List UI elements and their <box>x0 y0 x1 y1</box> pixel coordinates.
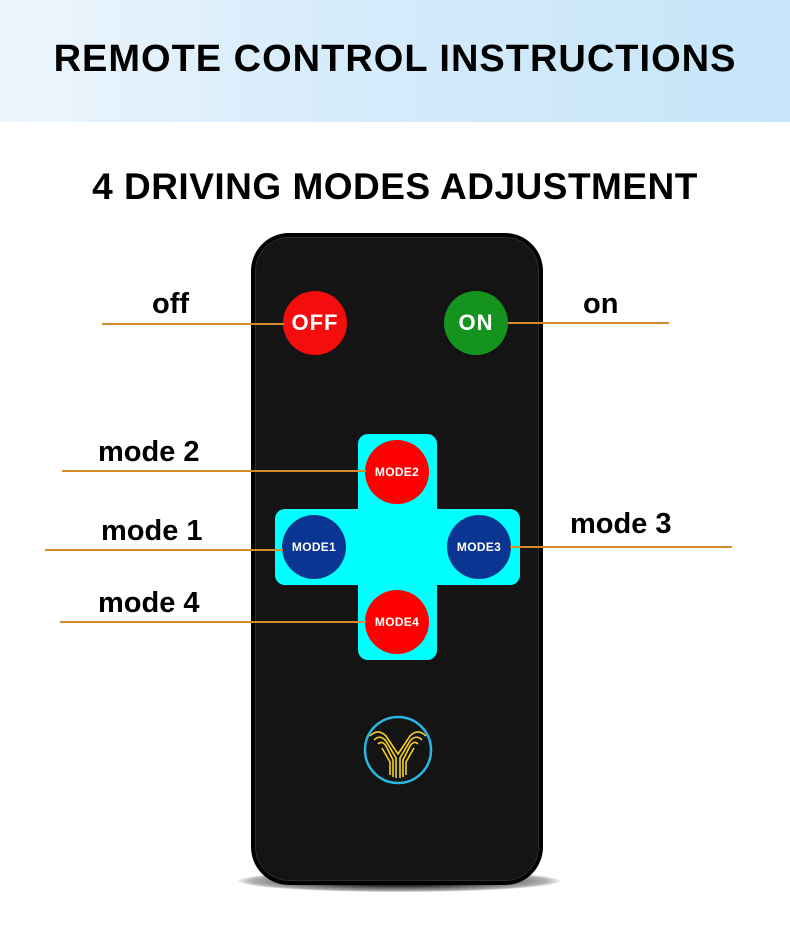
mode2-button[interactable]: MODE2 <box>365 440 429 504</box>
off-button[interactable]: OFF <box>283 291 347 355</box>
mode1-button[interactable]: MODE1 <box>282 515 346 579</box>
mode1-label: mode 1 <box>101 515 203 547</box>
mode3-label: mode 3 <box>570 508 672 540</box>
mode4-button[interactable]: MODE4 <box>365 590 429 654</box>
y-logo-icon <box>363 715 433 785</box>
mode3-button[interactable]: MODE3 <box>447 515 511 579</box>
on-button[interactable]: ON <box>444 291 508 355</box>
on-leader-line <box>508 322 669 324</box>
mode1-leader-line <box>45 549 283 551</box>
off-label: off <box>152 288 190 320</box>
on-label: on <box>583 288 619 320</box>
mode4-label: mode 4 <box>98 587 200 619</box>
section-subtitle: 4 DRIVING MODES ADJUSTMENT <box>92 166 698 207</box>
mode3-leader-line <box>510 546 732 548</box>
mode2-leader-line <box>62 470 366 472</box>
mode2-label: mode 2 <box>98 436 200 468</box>
mode4-leader-line <box>60 621 366 623</box>
header-banner: REMOTE CONTROL INSTRUCTIONS <box>0 0 790 122</box>
page-title: REMOTE CONTROL INSTRUCTIONS <box>53 38 737 80</box>
off-leader-line <box>102 323 284 325</box>
